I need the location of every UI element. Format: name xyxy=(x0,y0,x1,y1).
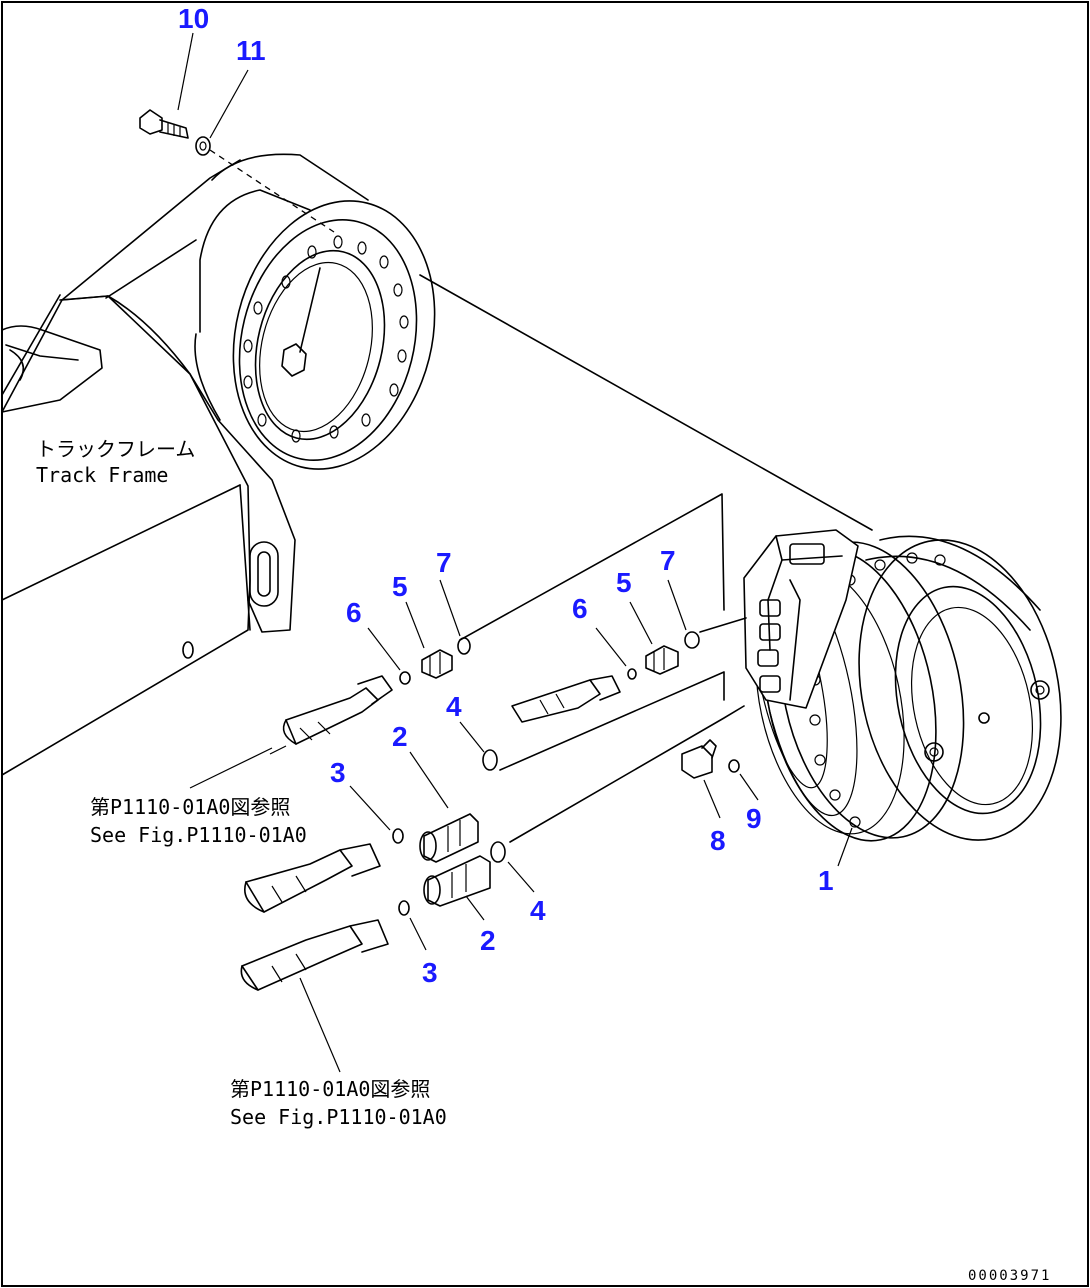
callout-6-left: 6 xyxy=(346,597,362,628)
bolt-axis-line xyxy=(209,149,335,233)
o-ring-6-left xyxy=(399,671,411,685)
hose-lower xyxy=(240,919,389,991)
hose-mid xyxy=(244,843,381,913)
lower-port-guide xyxy=(509,705,745,843)
callout-7-left: 7 xyxy=(436,547,452,578)
elbow-fitting-right xyxy=(645,645,679,675)
mounting-bolt xyxy=(139,109,189,139)
mid-port-guide xyxy=(499,671,725,771)
o-ring-4-lower xyxy=(490,841,506,863)
callout-7-right: 7 xyxy=(660,545,676,576)
drawing-code: 00003971 xyxy=(968,1268,1051,1284)
callout-4-upper: 4 xyxy=(446,691,462,722)
mounting-washer xyxy=(195,136,211,156)
track-frame-label-jp: トラックフレーム xyxy=(36,437,195,461)
callout-9: 9 xyxy=(746,803,762,834)
leader-lines xyxy=(177,32,853,1073)
travel-motor xyxy=(743,529,1062,842)
hose-upper-left xyxy=(269,675,393,755)
track-frame-label-en: Track Frame xyxy=(36,463,168,487)
upper-port-guide-2 xyxy=(699,617,747,633)
callout-2-upper: 2 xyxy=(392,721,408,752)
adapter-lower xyxy=(423,855,491,907)
o-ring-3-upper xyxy=(392,828,404,844)
callout-6-right: 6 xyxy=(572,593,588,624)
alignment-line xyxy=(419,274,873,531)
callout-11: 11 xyxy=(236,35,266,66)
o-ring-6-right xyxy=(627,668,637,680)
elbow-fitting-left xyxy=(421,649,453,679)
o-ring-9 xyxy=(728,759,740,773)
plug xyxy=(681,739,717,779)
o-ring-3-lower xyxy=(398,900,410,916)
text-labels: トラックフレーム Track Frame 第P1110-01A0図参照 See … xyxy=(36,437,1051,1284)
figure-reference-2-jp: 第P1110-01A0図参照 xyxy=(230,1077,430,1101)
callout-1: 1 xyxy=(818,865,834,896)
callout-2-lower: 2 xyxy=(480,925,496,956)
callout-5-right: 5 xyxy=(616,567,632,598)
hose-upper-right xyxy=(511,675,621,723)
figure-reference-2-en: See Fig.P1110-01A0 xyxy=(230,1105,447,1129)
callout-5-left: 5 xyxy=(392,571,408,602)
callouts: 10 11 7 5 6 7 5 6 4 2 3 4 2 3 8 9 1 xyxy=(178,3,834,988)
callout-10: 10 xyxy=(178,3,209,34)
figure-reference-1-en: See Fig.P1110-01A0 xyxy=(90,823,307,847)
callout-4-lower: 4 xyxy=(530,895,546,926)
callout-8: 8 xyxy=(710,825,726,856)
upper-port-guide xyxy=(459,493,725,641)
o-ring-4-upper xyxy=(482,749,498,771)
track-frame xyxy=(1,153,436,776)
flange-bolt-holes xyxy=(243,235,409,443)
adapter-upper xyxy=(419,813,479,863)
o-ring-7-left xyxy=(457,637,471,655)
figure-reference-1-jp: 第P1110-01A0図参照 xyxy=(90,795,290,819)
callout-3-lower: 3 xyxy=(422,957,438,988)
callout-3-upper: 3 xyxy=(330,757,346,788)
o-ring-7-right xyxy=(684,631,700,649)
